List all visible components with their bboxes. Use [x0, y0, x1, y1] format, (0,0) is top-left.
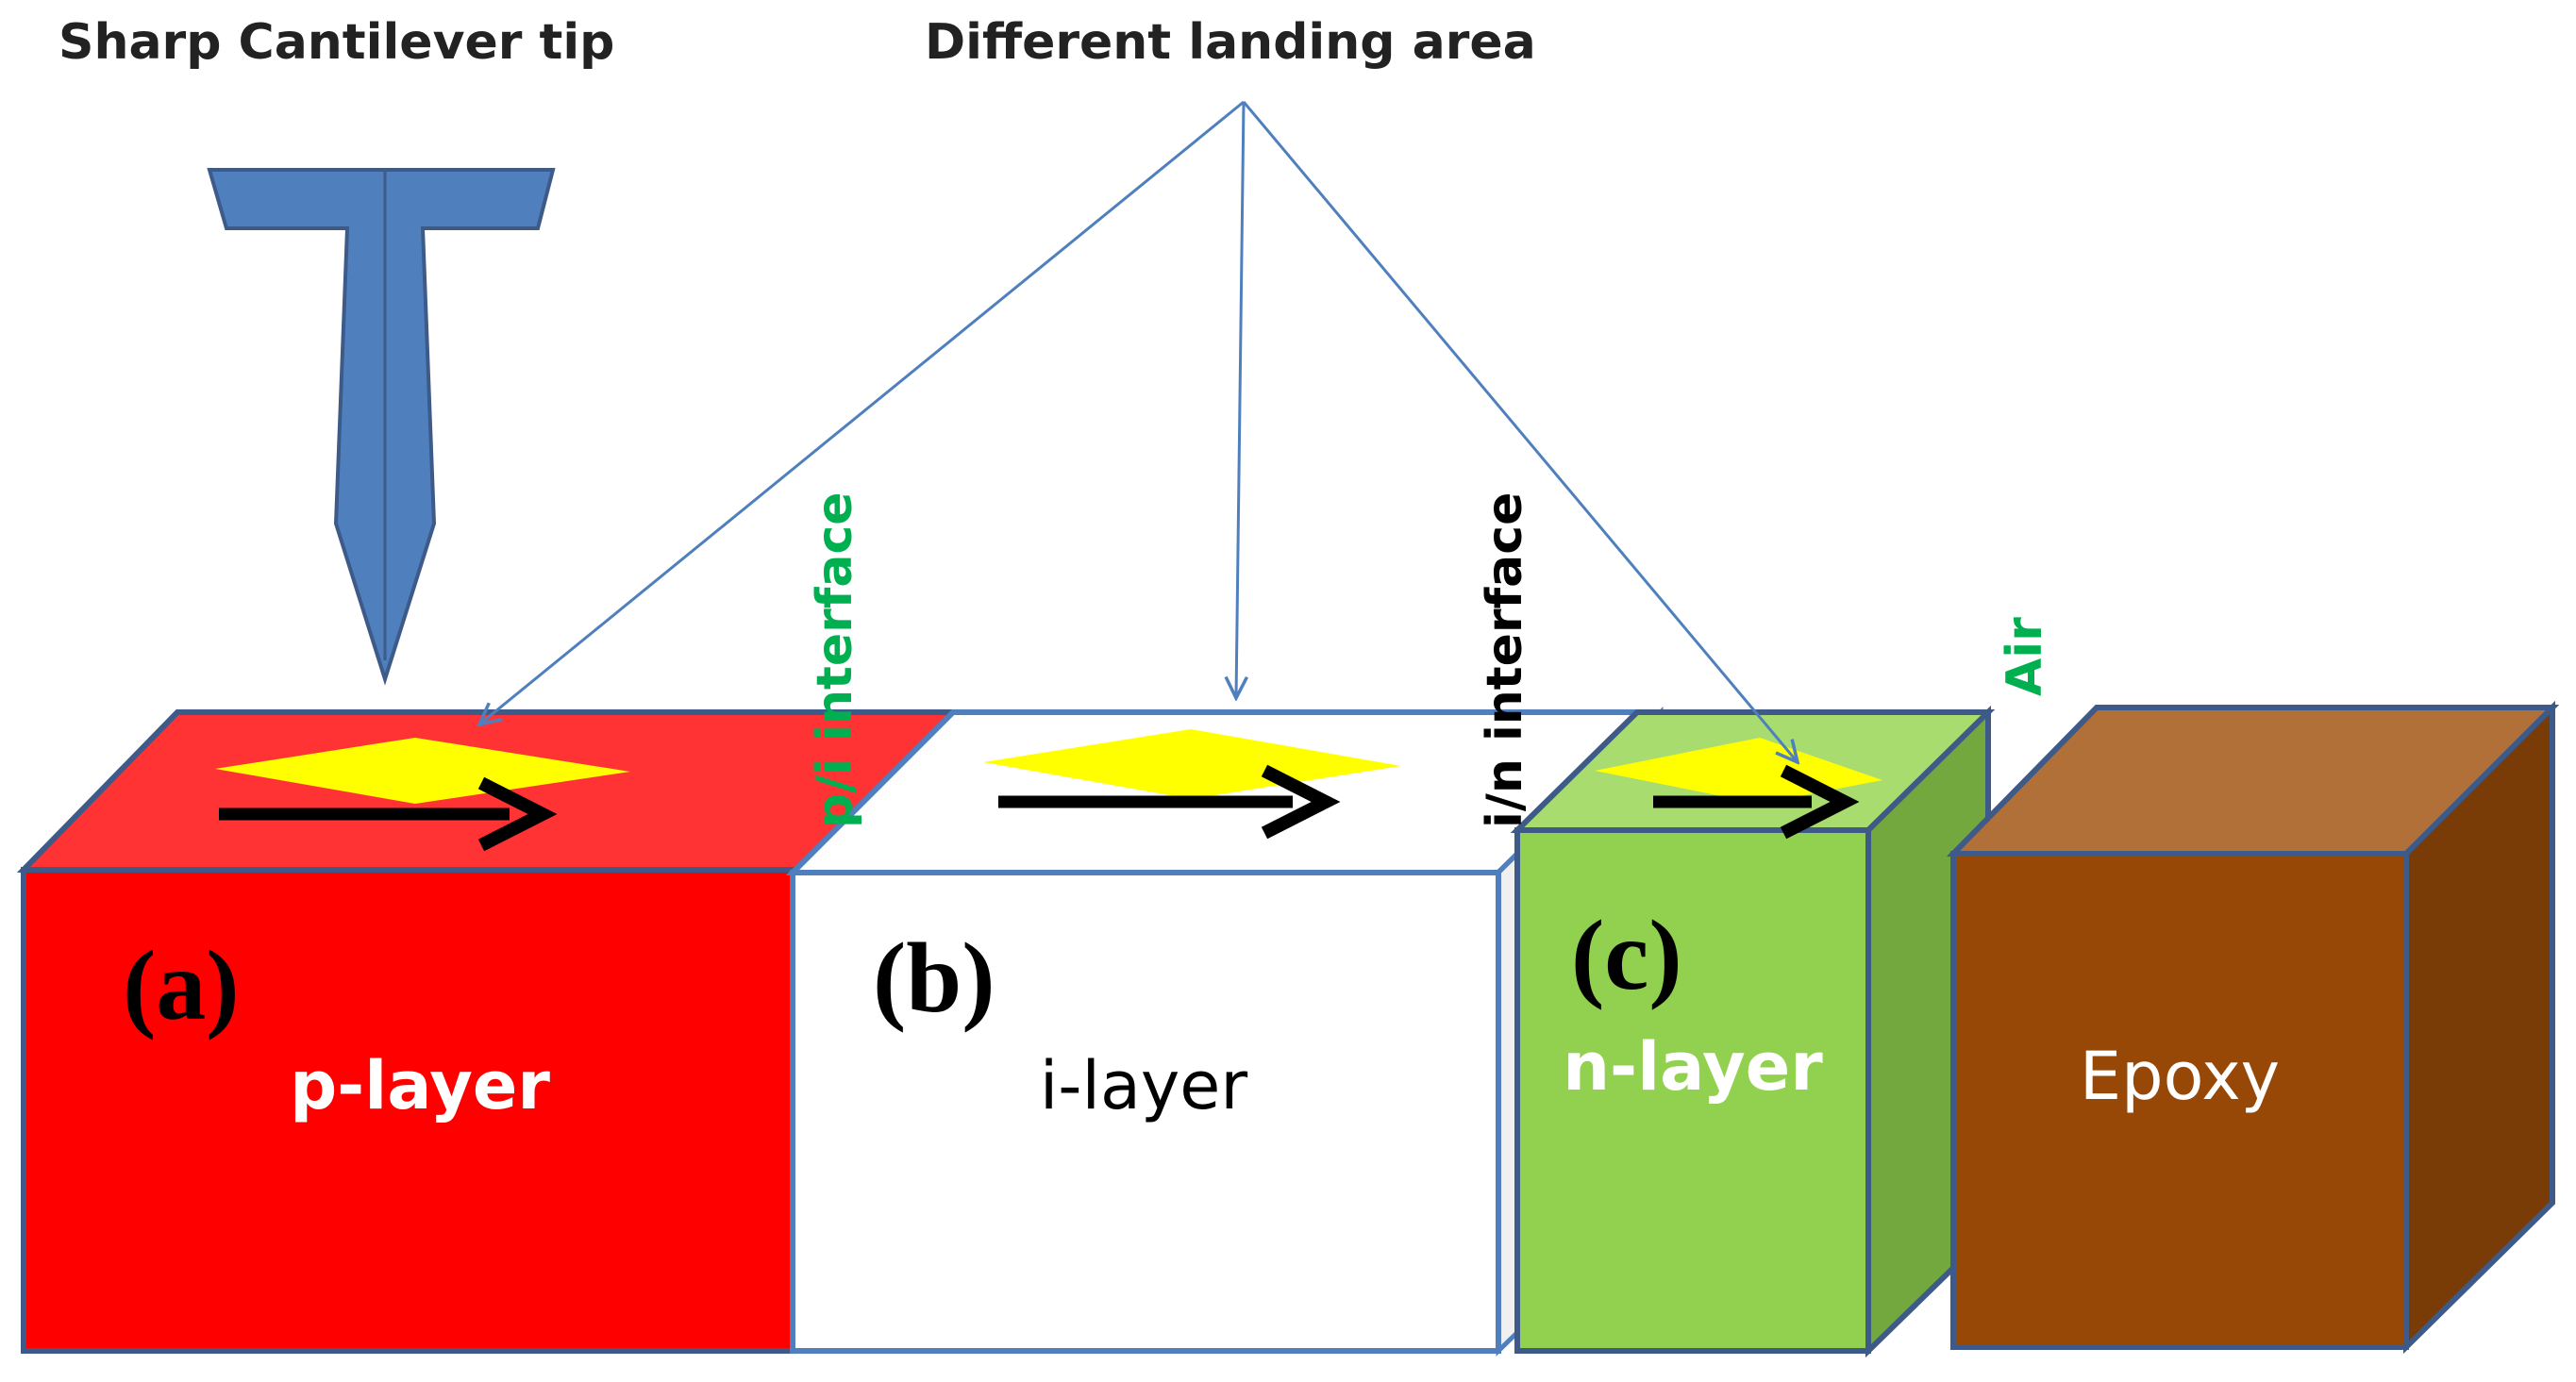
- cantilever-tip-icon: [207, 168, 556, 686]
- epoxy-block: [1946, 700, 2560, 1355]
- n-layer-front-face: [1514, 827, 1871, 1354]
- i-layer-label: i-layer: [1040, 1047, 1248, 1124]
- landing-spot-p: [215, 738, 630, 804]
- in-interface-label: i/n interface: [1477, 492, 1533, 828]
- landing-pointer-lines: [479, 100, 1798, 762]
- landing-area-label: Different landing area: [925, 14, 1536, 71]
- i-layer-front-face: [790, 870, 1501, 1354]
- scan-direction-arrow-icon: [219, 776, 558, 852]
- pointer-to-p: [479, 100, 1245, 724]
- epoxy-front-face: [1950, 851, 2409, 1350]
- epoxy-label: Epoxy: [2080, 1038, 2280, 1115]
- pointer-to-n: [1242, 101, 1798, 762]
- cantilever-label: Sharp Cantilever tip: [59, 14, 614, 71]
- panel-label-a: (a): [123, 930, 240, 1041]
- scan-direction-arrow-icon: [1653, 764, 1860, 840]
- panel-label-c: (c): [1571, 900, 1682, 1010]
- n-layer-label: n-layer: [1563, 1028, 1823, 1106]
- air-label: Air: [1997, 617, 2053, 696]
- pointer-to-i: [1236, 101, 1244, 698]
- panel-label-b: (b): [873, 923, 995, 1033]
- pi-interface-label: p/i interface: [807, 491, 863, 828]
- scan-direction-arrow-icon: [998, 764, 1341, 840]
- p-layer-front-face: [21, 867, 800, 1354]
- p-layer-label: p-layer: [290, 1047, 550, 1124]
